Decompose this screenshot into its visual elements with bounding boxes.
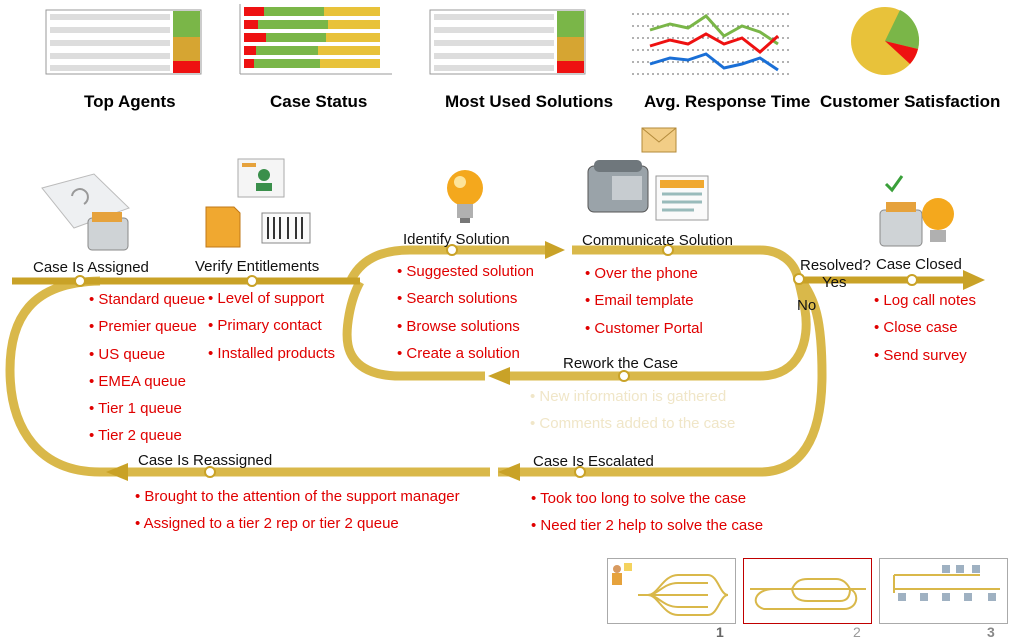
dashboard-title-avg-response-time: Avg. Response Time	[644, 92, 811, 111]
reassign-reasons-list: Brought to the attention of the support …	[135, 488, 460, 543]
list-item: Tier 2 queue	[89, 427, 205, 454]
list-item: Customer Portal	[585, 320, 702, 347]
rework-reasons-list: New information is gathered Comments add…	[530, 388, 735, 443]
stage-yes: Yes	[822, 274, 847, 291]
thumbnail-number-2: 2	[853, 624, 861, 640]
list-item: Comments added to the case	[530, 415, 735, 442]
list-item: Create a solution	[397, 345, 534, 372]
list-item: Brought to the attention of the support …	[135, 488, 459, 515]
list-item: Premier queue	[89, 318, 205, 345]
communicate-solution-icon	[587, 127, 709, 221]
thumbnail-number-3: 3	[987, 624, 995, 640]
stage-rework: Rework the Case	[563, 355, 679, 372]
list-item: EMEA queue	[89, 373, 205, 400]
customer-satisfaction-pie-icon	[851, 7, 920, 75]
list-item: Over the phone	[585, 265, 703, 292]
list-item: Tier 1 queue	[89, 400, 205, 427]
avg-response-time-chart-icon	[632, 13, 790, 75]
list-item: Assigned to a tier 2 rep or tier 2 queue	[135, 515, 460, 542]
thumbnail-3[interactable]	[879, 558, 1008, 624]
stage-communicate-solution: Communicate Solution	[582, 232, 733, 249]
top-agents-chart-icon	[45, 9, 202, 75]
stage-resolved-question: Resolved?	[800, 257, 871, 274]
verify-entitlements-icon	[205, 158, 311, 248]
stage-escalated: Case Is Escalated	[533, 453, 654, 470]
list-item: Need tier 2 help to solve the case	[531, 517, 763, 544]
list-item: Took too long to solve the case	[531, 490, 763, 517]
stage-verify-entitlements: Verify Entitlements	[195, 258, 320, 275]
list-item: Suggested solution	[397, 263, 534, 290]
closed-actions-list: Log call notes Close case Send survey	[874, 292, 976, 374]
stage-no: No	[797, 297, 817, 314]
list-item: New information is gathered	[530, 388, 735, 415]
list-item: Level of support	[208, 290, 335, 317]
stage-reassigned: Case Is Reassigned	[138, 452, 273, 469]
case-status-chart-icon	[239, 4, 392, 75]
entitlements-list: Level of support Primary contact Install…	[208, 290, 335, 372]
thumbnail-1[interactable]	[607, 558, 736, 624]
thumbnail-2[interactable]	[743, 558, 872, 624]
list-item: Email template	[585, 292, 703, 319]
stage-case-closed: Case Closed	[876, 256, 962, 273]
list-item: Send survey	[874, 347, 976, 374]
queue-list: Standard queue Premier queue US queue EM…	[89, 291, 205, 455]
dashboard-title-top-agents: Top Agents	[84, 92, 176, 111]
solutions-list: Suggested solution Search solutions Brow…	[397, 263, 534, 372]
list-item: US queue	[89, 346, 205, 373]
stage-identify-solution: Identify Solution	[403, 231, 510, 248]
case-assigned-icon	[41, 173, 130, 251]
dashboard-title-most-used-solutions: Most Used Solutions	[445, 92, 614, 111]
list-item: Log call notes	[874, 292, 976, 319]
stage-case-assigned: Case Is Assigned	[33, 259, 149, 276]
most-used-solutions-chart-icon	[429, 9, 586, 75]
list-item: Installed products	[208, 345, 335, 372]
thumbnail-number-1: 1	[716, 624, 724, 640]
dashboard-title-customer-satisfaction: Customer Satisfaction	[820, 92, 1001, 111]
escalation-reasons-list: Took too long to solve the case Need tie…	[531, 490, 763, 545]
list-item: Standard queue	[89, 291, 205, 318]
case-closed-icon	[879, 175, 954, 247]
list-item: Close case	[874, 319, 976, 346]
dashboard-title-case-status: Case Status	[270, 92, 368, 111]
communications-list: Over the phone Email template Customer P…	[585, 265, 703, 347]
lightbulb-icon	[447, 170, 483, 223]
list-item: Search solutions	[397, 290, 534, 317]
list-item: Browse solutions	[397, 318, 534, 345]
list-item: Primary contact	[208, 317, 335, 344]
